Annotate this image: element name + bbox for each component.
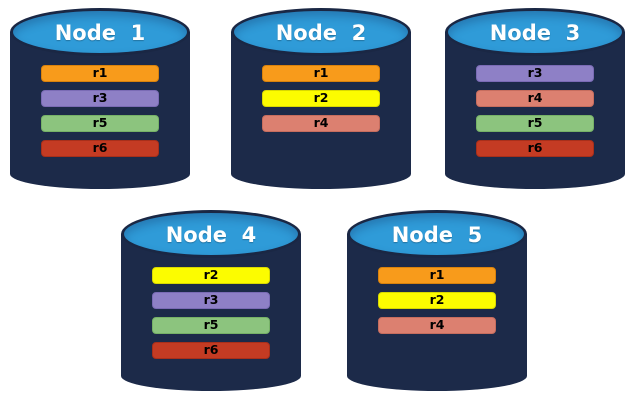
replica-bar-r5: r5 (152, 317, 270, 334)
replica-bar-r6: r6 (476, 140, 594, 157)
replica-bar-r2: r2 (152, 267, 270, 284)
node-5-replica-list: r1 r2 r4 (378, 267, 496, 334)
node-2-replica-list: r1 r2 r4 (262, 65, 380, 132)
node-2-cylinder-top: Node 2 (231, 8, 411, 56)
node-1-cylinder-body (10, 32, 190, 189)
node-2-cylinder-body (231, 32, 411, 189)
replica-bar-r4: r4 (476, 90, 594, 107)
node-3-cylinder: Node 3 r3 r4 r5 r6 (445, 8, 625, 189)
replica-bar-r1: r1 (378, 267, 496, 284)
replica-bar-r1: r1 (41, 65, 159, 82)
node-1-title: Node 1 (54, 20, 146, 45)
replica-bar-r5: r5 (41, 115, 159, 132)
node-3-cylinder-body (445, 32, 625, 189)
replica-bar-r4: r4 (378, 317, 496, 334)
node-4-cylinder: Node 4 r2 r3 r5 r6 (121, 210, 301, 391)
replica-bar-r3: r3 (41, 90, 159, 107)
node-3-title: Node 3 (489, 20, 581, 45)
replica-bar-r2: r2 (378, 292, 496, 309)
node-5-cylinder: Node 5 r1 r2 r4 (347, 210, 527, 391)
replica-bar-r4: r4 (262, 115, 380, 132)
replica-bar-r3: r3 (476, 65, 594, 82)
replica-bar-r6: r6 (41, 140, 159, 157)
node-1-cylinder: Node 1 r1 r3 r5 r6 (10, 8, 190, 189)
node-1-cylinder-top: Node 1 (10, 8, 190, 56)
node-5-cylinder-top: Node 5 (347, 210, 527, 258)
replica-bar-r5: r5 (476, 115, 594, 132)
node-1-replica-list: r1 r3 r5 r6 (41, 65, 159, 157)
node-5-cylinder-body (347, 234, 527, 391)
node-3-cylinder-top: Node 3 (445, 8, 625, 56)
node-4-title: Node 4 (165, 222, 257, 247)
replica-bar-r3: r3 (152, 292, 270, 309)
node-2-cylinder: Node 2 r1 r2 r4 (231, 8, 411, 189)
node-4-cylinder-top: Node 4 (121, 210, 301, 258)
replica-bar-r1: r1 (262, 65, 380, 82)
node-2-title: Node 2 (275, 20, 367, 45)
node-5-title: Node 5 (391, 222, 483, 247)
node-3-replica-list: r3 r4 r5 r6 (476, 65, 594, 157)
replica-bar-r6: r6 (152, 342, 270, 359)
replica-bar-r2: r2 (262, 90, 380, 107)
node-4-replica-list: r2 r3 r5 r6 (152, 267, 270, 359)
node-4-cylinder-body (121, 234, 301, 391)
